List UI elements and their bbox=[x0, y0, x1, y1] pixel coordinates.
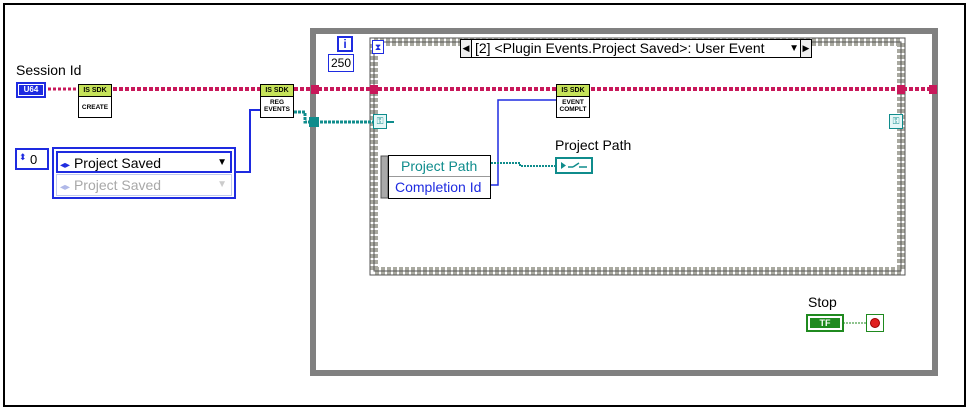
event-case-text: [2] <Plugin Events.Project Saved>: User … bbox=[475, 40, 765, 56]
event-enum-array bbox=[52, 147, 236, 199]
next-case-icon[interactable]: ▶ bbox=[800, 40, 811, 57]
event-reg-wire bbox=[294, 110, 374, 124]
hourglass-icon[interactable]: ⧗ bbox=[372, 40, 384, 54]
event-enum-selected[interactable]: ◂▸ Project Saved ▼ bbox=[56, 151, 232, 173]
create-text: CREATE bbox=[81, 104, 109, 111]
enum-next-text: Project Saved bbox=[73, 177, 162, 193]
session-id-type: U64 bbox=[19, 85, 43, 95]
path-wire bbox=[491, 162, 556, 167]
project-path-indicator[interactable] bbox=[555, 157, 593, 174]
loop-condition-terminal[interactable] bbox=[866, 314, 884, 332]
reg-text1: REG bbox=[269, 99, 285, 106]
complt-text1: EVENT bbox=[562, 99, 584, 106]
prev-case-icon[interactable]: ◀ bbox=[461, 40, 472, 57]
reg-text2: EVENTS bbox=[263, 106, 290, 113]
stop-terminal-type: TF bbox=[810, 318, 840, 328]
enum-wire bbox=[235, 109, 260, 173]
image-border bbox=[3, 3, 966, 407]
event-data-node[interactable] bbox=[388, 155, 491, 199]
stop-label: Stop bbox=[808, 294, 837, 310]
session-id-control[interactable]: U64 bbox=[16, 82, 46, 98]
timeout-constant[interactable]: 250 bbox=[328, 54, 354, 72]
completion-wire bbox=[491, 99, 558, 186]
event-case-selector[interactable]: ◀ [2] <Plugin Events.Project Saved>: Use… bbox=[460, 39, 812, 58]
complt-header: IS SDK bbox=[557, 85, 589, 97]
dynamic-events-out-icon[interactable]: ⚿ bbox=[889, 114, 903, 129]
enum-arrows-icon: ◂▸ bbox=[60, 160, 71, 171]
field-completion-id[interactable]: Completion Id bbox=[395, 179, 482, 195]
dynamic-events-in-icon[interactable]: ⚿ bbox=[373, 114, 387, 129]
event-enum-next: ◂▸ Project Saved ▼ bbox=[56, 174, 232, 196]
enum-index-value: 0 bbox=[30, 152, 38, 167]
field-project-path[interactable]: Project Path bbox=[401, 158, 478, 174]
enum-index[interactable]: ⬍ 0 bbox=[15, 148, 49, 170]
case-dropdown-icon[interactable]: ▼ bbox=[789, 43, 799, 54]
create-header: IS SDK bbox=[79, 85, 111, 97]
project-path-label: Project Path bbox=[555, 137, 632, 153]
enum-selected-text: Project Saved bbox=[73, 155, 162, 171]
stop-if-true-icon bbox=[870, 318, 880, 328]
complt-text2: COMPLT bbox=[559, 106, 587, 113]
dropdown-icon-dim: ▼ bbox=[217, 179, 227, 190]
event-complete-subvi[interactable]: IS SDK EVENT COMPLT bbox=[556, 84, 590, 118]
iteration-terminal: i bbox=[337, 36, 353, 52]
field-divider bbox=[389, 176, 490, 177]
session-id-label: Session Id bbox=[16, 62, 82, 78]
index-stepper-icon[interactable]: ⬍ bbox=[19, 152, 27, 162]
reg-events-subvi[interactable]: IS SDK REG EVENTS bbox=[260, 84, 294, 118]
reg-header: IS SDK bbox=[261, 85, 293, 97]
dropdown-icon[interactable]: ▼ bbox=[217, 157, 227, 168]
create-subvi[interactable]: IS SDK CREATE bbox=[78, 84, 112, 118]
enum-arrows-icon-dim: ◂▸ bbox=[60, 182, 71, 193]
while-loop-frame bbox=[310, 28, 938, 376]
path-icon bbox=[561, 162, 587, 169]
stop-control[interactable]: TF bbox=[806, 314, 844, 332]
